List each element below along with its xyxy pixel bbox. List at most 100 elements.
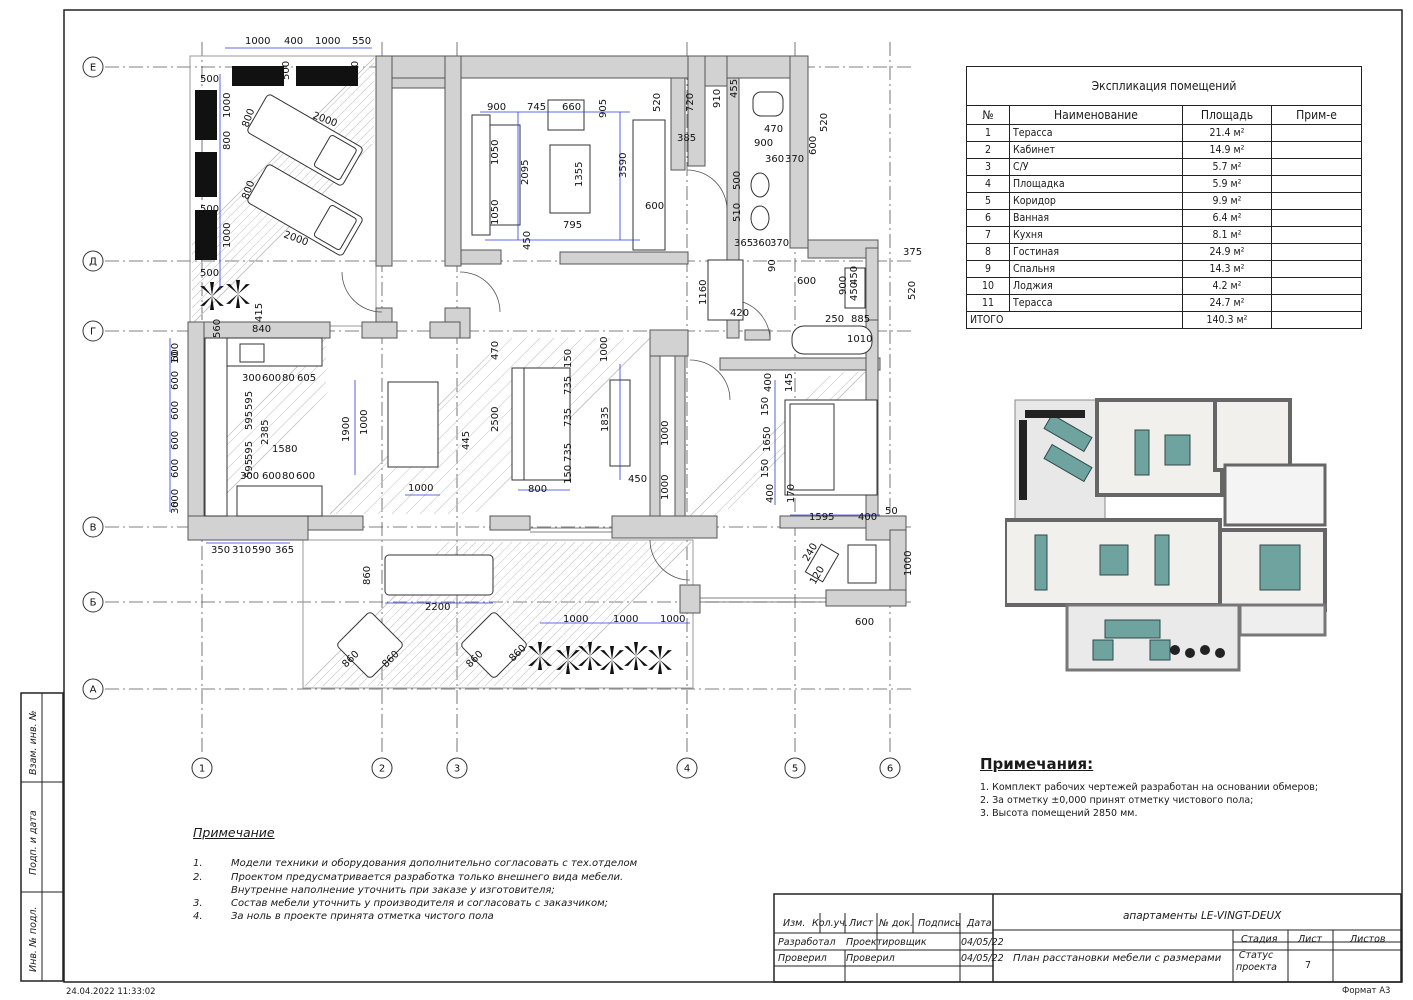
dimension-label: 420 xyxy=(730,308,749,319)
dimension-label: 1000 xyxy=(660,614,685,625)
room-area: 6.4 м² xyxy=(1182,209,1272,227)
dimension-label: 2500 xyxy=(490,407,501,432)
plant xyxy=(568,650,580,660)
dimension-label: 90 xyxy=(767,259,778,272)
plant xyxy=(226,284,238,294)
room-name: Терасса xyxy=(1009,124,1183,142)
planter xyxy=(296,66,358,86)
dimension-label: 145 xyxy=(784,373,795,392)
axis-col-bubble xyxy=(676,757,698,779)
dimension-label: 1000 xyxy=(660,475,671,500)
dimension-label: 50 xyxy=(885,506,898,517)
dimension-label: 10 xyxy=(170,351,181,364)
dimension-label: 520 xyxy=(652,93,663,112)
dimension-label: 455 xyxy=(729,79,740,98)
tb-sheet-title: План расстановки мебели с размерами xyxy=(1013,953,1222,964)
room-area: 4.2 м² xyxy=(1182,277,1272,295)
room-area: 9.9 м² xyxy=(1182,192,1272,210)
notes-right-item: 2. За отметку ±0,000 принят отметку чист… xyxy=(980,795,1254,806)
dimension-label: 365 xyxy=(275,545,294,556)
plant xyxy=(210,282,214,296)
dimension-label: 600 xyxy=(262,373,281,384)
room-number: 1 xyxy=(966,124,1010,142)
dimension-label: 1000 xyxy=(222,223,233,248)
plant xyxy=(568,660,580,670)
axis-col-bubble xyxy=(371,757,393,779)
dimension-label: 500 xyxy=(732,171,743,190)
room-area: 21.4 м² xyxy=(1182,124,1272,142)
plant xyxy=(658,646,662,660)
dimension-label: 470 xyxy=(764,124,783,135)
axis-row-bubble xyxy=(82,320,104,342)
total-note xyxy=(1271,311,1362,329)
note-item: Внутренне наполнение уточнить при заказе… xyxy=(231,884,555,896)
room-area: 24.9 м² xyxy=(1182,243,1272,261)
plant xyxy=(624,656,636,666)
dimension-label: 385 xyxy=(677,133,696,144)
dimension-label: 310 xyxy=(232,545,251,556)
plant xyxy=(636,646,648,656)
axis-col-label: 6 xyxy=(887,764,893,775)
dimension-label: 365 xyxy=(734,238,753,249)
room-number: 8 xyxy=(966,243,1010,261)
axis-row-label: Е xyxy=(90,63,96,74)
tb-col-kol: Кол.уч. xyxy=(812,918,848,929)
dimension-label: 360 xyxy=(765,154,784,165)
dimension-label: 370 xyxy=(785,154,804,165)
notes-left-title: Примечание xyxy=(193,825,275,840)
sheet-format: Формат А3 xyxy=(1342,986,1391,996)
tb-sheet-label: Лист xyxy=(1298,934,1323,945)
plant xyxy=(238,284,250,294)
note-item: 3.Состав мебели уточнить у производителя… xyxy=(193,898,609,910)
plot-timestamp: 24.04.2022 11:33:02 xyxy=(66,987,156,997)
plant xyxy=(212,296,224,306)
plant xyxy=(540,646,552,656)
axis-row-label: Г xyxy=(90,327,96,338)
dimension-label: 510 xyxy=(732,203,743,222)
dimension-label: 1000 xyxy=(563,614,588,625)
plant xyxy=(660,660,672,670)
plant xyxy=(610,646,614,660)
dimension-label: 735 xyxy=(563,376,574,395)
room-name: Ванная xyxy=(1009,209,1183,227)
dimension-label: 2095 xyxy=(520,160,531,185)
plant xyxy=(538,656,542,670)
dimension-label: 375 xyxy=(903,247,922,258)
room-area: 8.1 м² xyxy=(1182,226,1272,244)
room-note xyxy=(1271,192,1362,210)
axis-col-label: 5 xyxy=(792,764,798,775)
plant xyxy=(210,296,214,310)
plant xyxy=(556,650,568,660)
note-item: 1.Модели техники и оборудования дополнит… xyxy=(193,858,638,870)
dimension-label: 600 xyxy=(170,431,181,450)
dimension-label: 1000 xyxy=(315,36,340,47)
dimension-label: 840 xyxy=(252,324,271,335)
dimension-label: 550 xyxy=(352,36,371,47)
plant xyxy=(658,660,662,674)
dimension-label: 450 xyxy=(849,266,860,285)
dimension-label: 735 xyxy=(563,408,574,427)
dimension-label: 400 xyxy=(858,512,877,523)
dimension-label: 500 xyxy=(350,61,361,80)
plant xyxy=(600,650,612,660)
dimension-label: 1000 xyxy=(222,93,233,118)
tb-col-izm: Изм. xyxy=(783,918,806,929)
tb-sheets-label: Листов xyxy=(1350,934,1386,945)
stamp-vzam: Взам. инв. № xyxy=(28,710,39,775)
room-number: 11 xyxy=(966,294,1010,312)
axis-row-label: Д xyxy=(89,257,97,268)
tb-col-date: Дата xyxy=(967,918,992,929)
dimension-label: 520 xyxy=(907,281,918,300)
dimension-label: 150 xyxy=(760,397,771,416)
tb-sheet-value: 7 xyxy=(1305,960,1312,971)
dimension-label: 1000 xyxy=(903,551,914,576)
dimension-label: 595 xyxy=(244,411,255,430)
tb-checked-role: Проверил xyxy=(778,953,827,964)
